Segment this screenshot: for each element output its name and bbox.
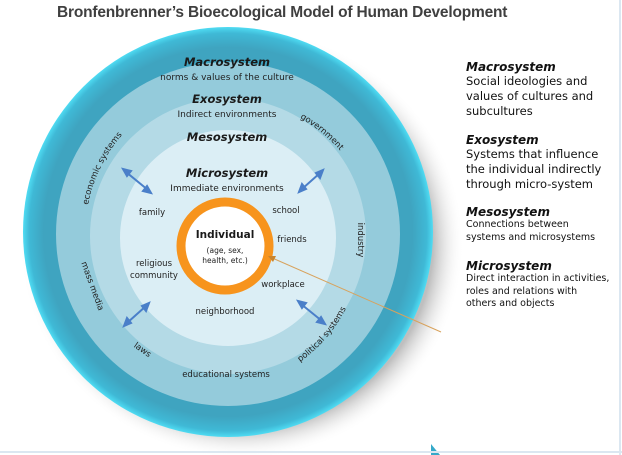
legend-heading: Exosystem	[466, 133, 539, 147]
legend-line: values of cultures and	[466, 89, 594, 103]
legend-line: roles and relations with	[466, 285, 578, 297]
legend-line: Social ideologies and	[466, 74, 588, 88]
label-neighborhood: neighborhood	[196, 307, 255, 317]
exosystem-heading: Exosystem	[192, 92, 262, 106]
mouse-cursor-icon	[431, 444, 440, 455]
legend-mesosystem: Mesosystem Connections between systems a…	[466, 205, 616, 244]
legend-macrosystem: Macrosystem Social ideologies and values…	[466, 60, 616, 119]
mesosystem-arrows	[120, 167, 328, 328]
mesosystem-heading: Mesosystem	[187, 130, 267, 144]
pointer-arrowhead-icon	[268, 256, 276, 262]
double-arrow-icon	[297, 168, 325, 194]
legend-line: Connections between	[466, 219, 569, 230]
legend-line: Direct interaction in activities,	[466, 273, 610, 284]
legend-line: the individual indirectly	[466, 162, 602, 176]
macrosystem-desc: norms & values of the culture	[160, 73, 294, 83]
label-educational-systems: educational systems	[182, 370, 270, 380]
label-religious: religious	[136, 259, 173, 269]
legend-heading: Microsystem	[466, 259, 552, 273]
macrosystem-heading: Macrosystem	[184, 55, 270, 69]
diagram-title: Bronfenbrenner’s Bioecological Model of …	[57, 4, 508, 21]
legend-line: Systems that influence	[466, 147, 599, 161]
frame-border-right	[619, 0, 621, 455]
double-arrow-icon	[120, 167, 154, 195]
individual-desc-line1: (age, sex,	[207, 246, 244, 255]
legend-line: through micro-system	[466, 177, 594, 191]
label-industry: industry	[355, 223, 365, 258]
individual-desc-line2: health, etc.)	[202, 256, 248, 265]
legend-microsystem: Microsystem Direct interaction in activi…	[466, 259, 616, 311]
legend-line: systems and microsystems	[466, 231, 596, 243]
double-arrow-icon	[295, 299, 328, 326]
frame-border-bottom	[0, 451, 622, 453]
legend-heading: Mesosystem	[466, 205, 550, 219]
pointer-line	[268, 256, 442, 333]
label-friends: friends	[277, 235, 307, 245]
double-arrow-icon	[122, 301, 151, 328]
legend-heading: Macrosystem	[466, 60, 556, 74]
label-workplace: workplace	[261, 280, 304, 290]
label-family: family	[139, 208, 165, 218]
individual-heading: Individual	[196, 229, 255, 241]
label-school: school	[272, 206, 299, 216]
exosystem-desc: Indirect environments	[178, 110, 277, 120]
microsystem-desc: Immediate environments	[170, 184, 284, 194]
legend-line: subcultures	[466, 104, 533, 118]
legend-exosystem: Exosystem Systems that influence the ind…	[466, 133, 616, 192]
microsystem-heading: Microsystem	[186, 166, 268, 180]
legend-line: others and objects	[466, 298, 555, 309]
label-community: community	[130, 271, 178, 281]
individual-ring	[176, 197, 274, 295]
